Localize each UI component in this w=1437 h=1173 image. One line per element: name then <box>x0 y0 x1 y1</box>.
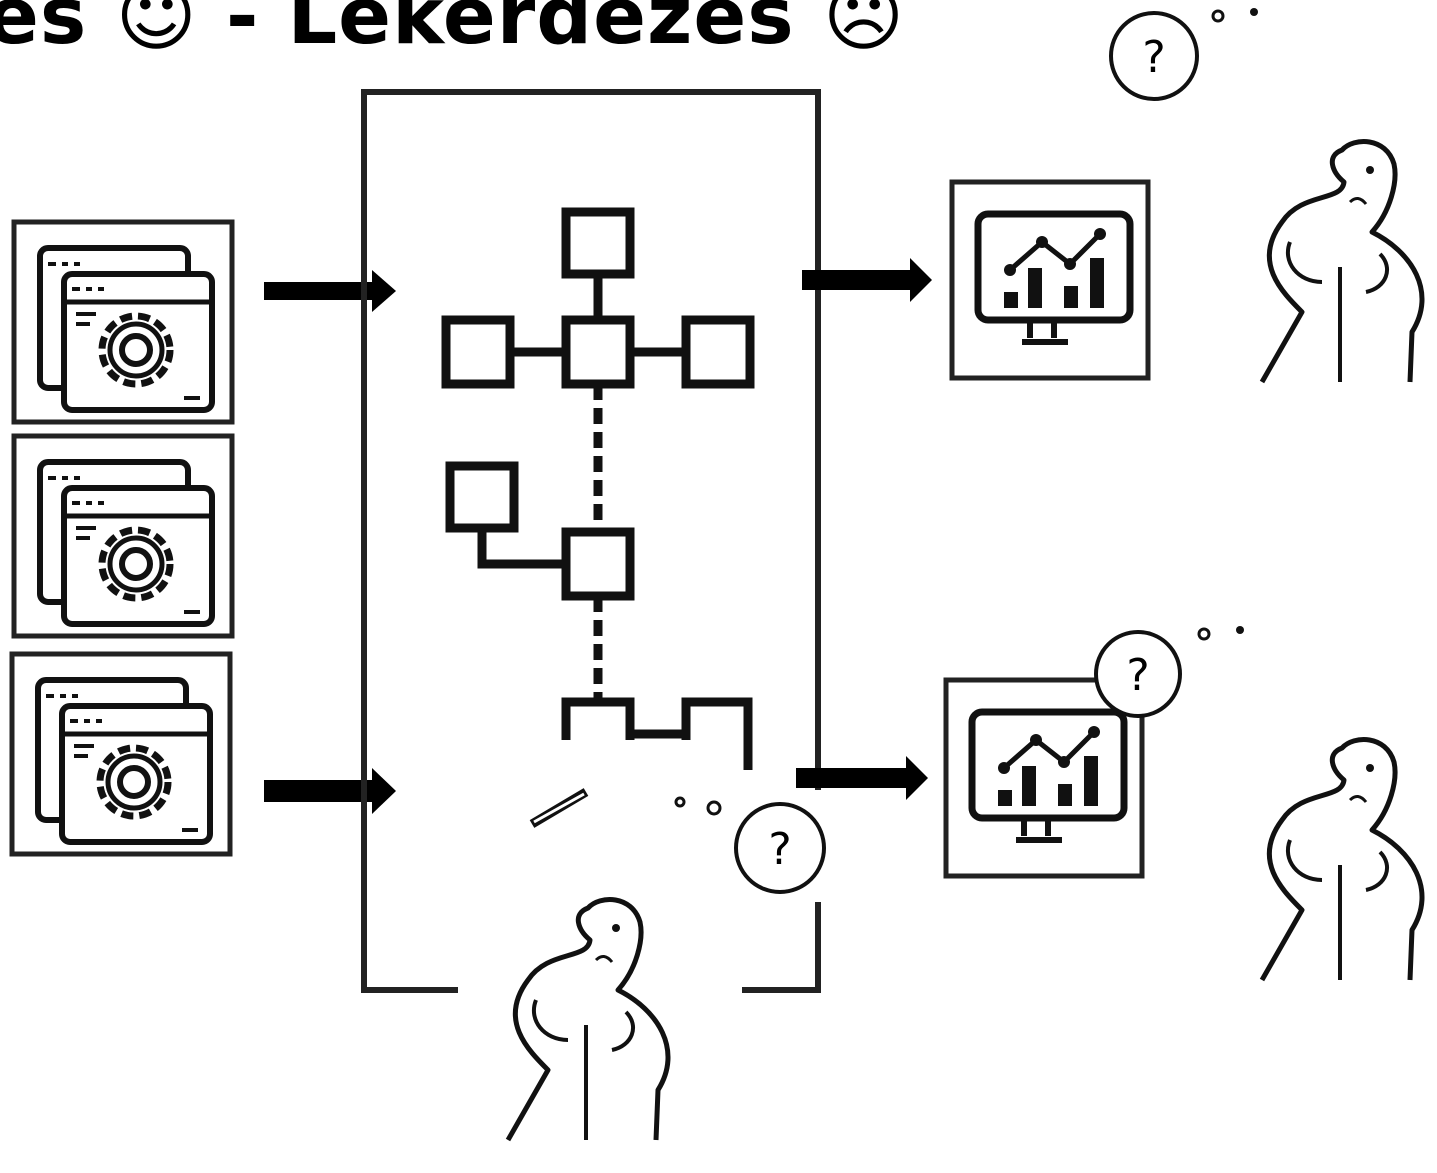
output-arrow-1 <box>802 258 932 302</box>
network-graph <box>441 207 755 770</box>
processing-box <box>361 89 821 993</box>
input-arrow-1 <box>264 270 396 312</box>
thought-bubble-3: ? <box>674 796 826 894</box>
thought-bubble-2: ? <box>1094 626 1244 718</box>
page-title: es ☺ - Lekerdezes ☹ <box>0 0 906 62</box>
confused-user-2-icon <box>1262 740 1422 980</box>
svg-text:?: ? <box>1126 650 1149 701</box>
source-app-1-icon <box>14 222 232 422</box>
report-chart-1-icon <box>952 182 1148 378</box>
source-app-3-icon <box>12 654 230 854</box>
svg-text:?: ? <box>1142 32 1165 83</box>
source-app-2-icon <box>14 436 232 636</box>
thought-bubble-1: ? <box>1109 8 1258 101</box>
confused-analyst-icon <box>508 900 668 1140</box>
pencil-icon <box>529 788 589 828</box>
confused-user-1-icon <box>1262 142 1422 382</box>
output-arrow-2 <box>796 756 928 800</box>
svg-text:?: ? <box>768 824 791 875</box>
input-arrow-2 <box>264 768 396 814</box>
